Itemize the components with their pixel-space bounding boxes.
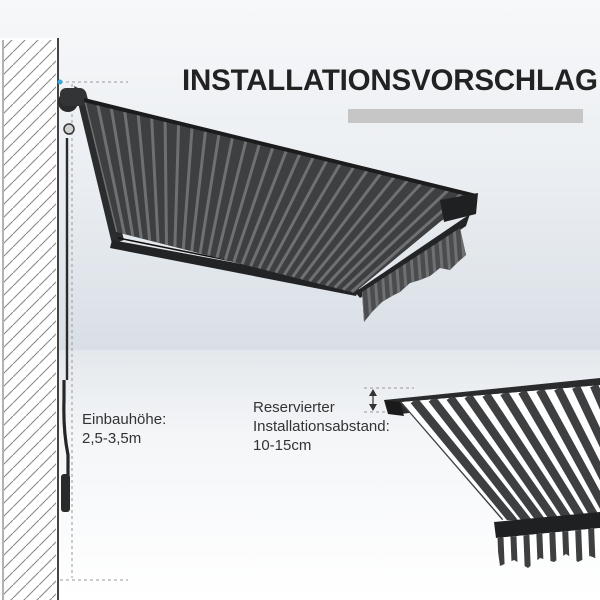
awning-fabric bbox=[84, 100, 476, 293]
fabric-stripe bbox=[464, 393, 560, 522]
fabric-stripe bbox=[150, 116, 160, 243]
fabric-stripe bbox=[446, 394, 546, 522]
installation-distance-caption-2: Installationsabstand: bbox=[253, 418, 390, 435]
fabric-stripe bbox=[232, 145, 275, 263]
fabric-stripe bbox=[575, 528, 583, 568]
fabric-stripe bbox=[469, 220, 477, 330]
fabric-stripe bbox=[123, 109, 143, 239]
fabric-stripe bbox=[325, 181, 424, 287]
fabric-stripe bbox=[283, 165, 356, 276]
fabric-stripe bbox=[291, 168, 370, 278]
fabric-stripe bbox=[518, 389, 600, 522]
fabric-stripe bbox=[266, 158, 329, 272]
fabric-stripe bbox=[198, 132, 221, 254]
dimension-arrow-icon bbox=[369, 389, 377, 411]
fabric-stripe bbox=[572, 385, 600, 522]
mounting-height-caption: Einbauhöhe: bbox=[82, 411, 167, 428]
fabric-stripe bbox=[181, 126, 194, 250]
fabric-stripe bbox=[96, 103, 126, 235]
fabric-stripe bbox=[500, 390, 588, 522]
fabric-stripe bbox=[428, 396, 532, 522]
crank-rod bbox=[61, 138, 70, 512]
fabric-stripe bbox=[308, 175, 397, 283]
fabric-stripe bbox=[333, 185, 437, 289]
installation-distance-label: Reservierter Installationsabstand: 10-15… bbox=[253, 398, 390, 455]
fabric-stripe bbox=[136, 113, 152, 241]
title-underline-bar bbox=[348, 109, 583, 123]
fabric-stripe bbox=[482, 392, 574, 522]
front-bar bbox=[355, 214, 470, 298]
mounting-height-value: 2,5-3,5m bbox=[82, 430, 142, 447]
mounting-height-label: Einbauhöhe: 2,5-3,5m bbox=[82, 410, 166, 448]
fabric-stripe bbox=[190, 129, 208, 252]
fabric-stripe bbox=[223, 142, 262, 261]
front-bar-end bbox=[440, 193, 478, 222]
mount-point bbox=[57, 79, 63, 85]
fabric-stripe bbox=[163, 119, 168, 245]
page-title: INSTALLATIONSVORSCHLAG bbox=[182, 64, 598, 97]
fabric-stripe bbox=[588, 528, 596, 568]
fabric-stripe bbox=[257, 155, 316, 270]
fabric-stripe bbox=[207, 136, 235, 256]
awning-cassette bbox=[83, 98, 477, 198]
fabric-stripe bbox=[249, 152, 302, 267]
fabric-stripe bbox=[109, 106, 135, 237]
fabric-stripe bbox=[410, 397, 518, 522]
fabric-stripe bbox=[299, 171, 383, 280]
fabric-stripe bbox=[562, 528, 570, 568]
fabric-stripe bbox=[316, 178, 410, 285]
fabric-stripe bbox=[554, 386, 600, 522]
installation-distance-caption-1: Reservierter bbox=[253, 399, 335, 416]
fabric-stripe bbox=[459, 228, 466, 322]
fabric-stripe bbox=[173, 123, 181, 248]
fabric-stripe bbox=[215, 139, 248, 259]
fabric-stripe bbox=[342, 188, 450, 291]
fabric-stripe bbox=[274, 162, 343, 274]
wall bbox=[0, 38, 59, 600]
detail-awning bbox=[384, 378, 600, 568]
installation-distance-value: 10-15cm bbox=[253, 437, 312, 454]
fabric-stripe bbox=[240, 149, 289, 265]
fabric-stripe bbox=[536, 387, 600, 522]
